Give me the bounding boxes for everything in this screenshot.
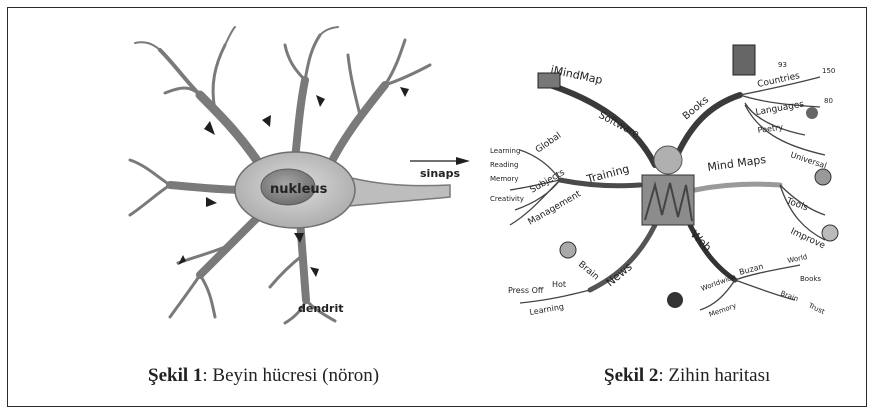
- label-management: Management: [527, 189, 584, 228]
- label-creativity: Creativity: [490, 195, 524, 203]
- figure2-caption-label: Şekil 2: [604, 365, 658, 386]
- label-books-web: Books: [800, 275, 821, 283]
- arrow-icon: [310, 267, 319, 277]
- label-reading: Reading: [490, 161, 518, 169]
- label-world: World: [787, 253, 808, 265]
- label-press-off: Press Off: [508, 286, 544, 295]
- label-software: Software: [597, 110, 641, 140]
- label-languages: Languages: [755, 100, 805, 118]
- label-poetry: Poetry: [757, 122, 784, 135]
- nucleus-label: nukleus: [270, 182, 328, 197]
- arrow-icon: [206, 197, 217, 207]
- label-improve: Improve: [789, 227, 827, 252]
- label-memory: Memory: [490, 175, 518, 183]
- tool-icon: [815, 169, 831, 185]
- arrow-icon: [400, 87, 409, 97]
- dendrite-label: dendrit: [298, 302, 344, 315]
- arrow-icon: [456, 157, 470, 165]
- arrow-icon: [204, 121, 215, 135]
- label-mind-maps: Mind Maps: [707, 153, 767, 174]
- brain-icon: [560, 242, 576, 258]
- figure1-caption-label: Şekil 1: [148, 365, 202, 386]
- figure1-caption-text: Beyin hücresi (nöron): [208, 365, 379, 386]
- books-icon: [733, 45, 755, 75]
- figure1-caption: Şekil 1: Beyin hücresi (nöron): [148, 365, 379, 387]
- arrow-icon: [178, 255, 186, 265]
- neuron-illustration: nukleus sinaps dendrit: [120, 25, 480, 325]
- branch-software: [550, 85, 655, 165]
- label-tools: Tools: [784, 196, 809, 213]
- globe-icon: [667, 292, 683, 308]
- figure2-caption: Şekil 2: Zihin haritası: [604, 365, 770, 387]
- label-worldwide: Worldwide: [700, 273, 737, 293]
- label-brain: Brain: [576, 260, 601, 283]
- label-learning: Learning: [490, 147, 520, 155]
- label-150: 150: [822, 67, 835, 75]
- central-face: [654, 146, 682, 174]
- plane-icon: [806, 107, 818, 119]
- label-training: Training: [584, 162, 630, 186]
- bulb-icon: [822, 225, 838, 241]
- label-web: Web: [688, 228, 714, 254]
- label-books: Books: [681, 95, 711, 123]
- synapse-label: sinaps: [420, 167, 460, 180]
- label-93: 93: [778, 61, 787, 69]
- label-hot: Hot: [552, 280, 566, 289]
- figure2-caption-text: Zihin haritası: [664, 365, 771, 386]
- label-global: Global: [534, 131, 563, 156]
- arrow-icon: [316, 95, 325, 107]
- label-brain-web: Brain: [779, 289, 799, 303]
- label-80: 80: [824, 97, 833, 105]
- label-learning-news: Learning: [529, 302, 565, 317]
- arrow-icon: [262, 115, 271, 127]
- label-universal: Universal: [789, 150, 827, 170]
- label-trust: Trust: [806, 301, 826, 316]
- mind-map-illustration: iMindMap Software Books Countries Langua…: [490, 25, 850, 335]
- branch-mindmaps: [695, 184, 780, 190]
